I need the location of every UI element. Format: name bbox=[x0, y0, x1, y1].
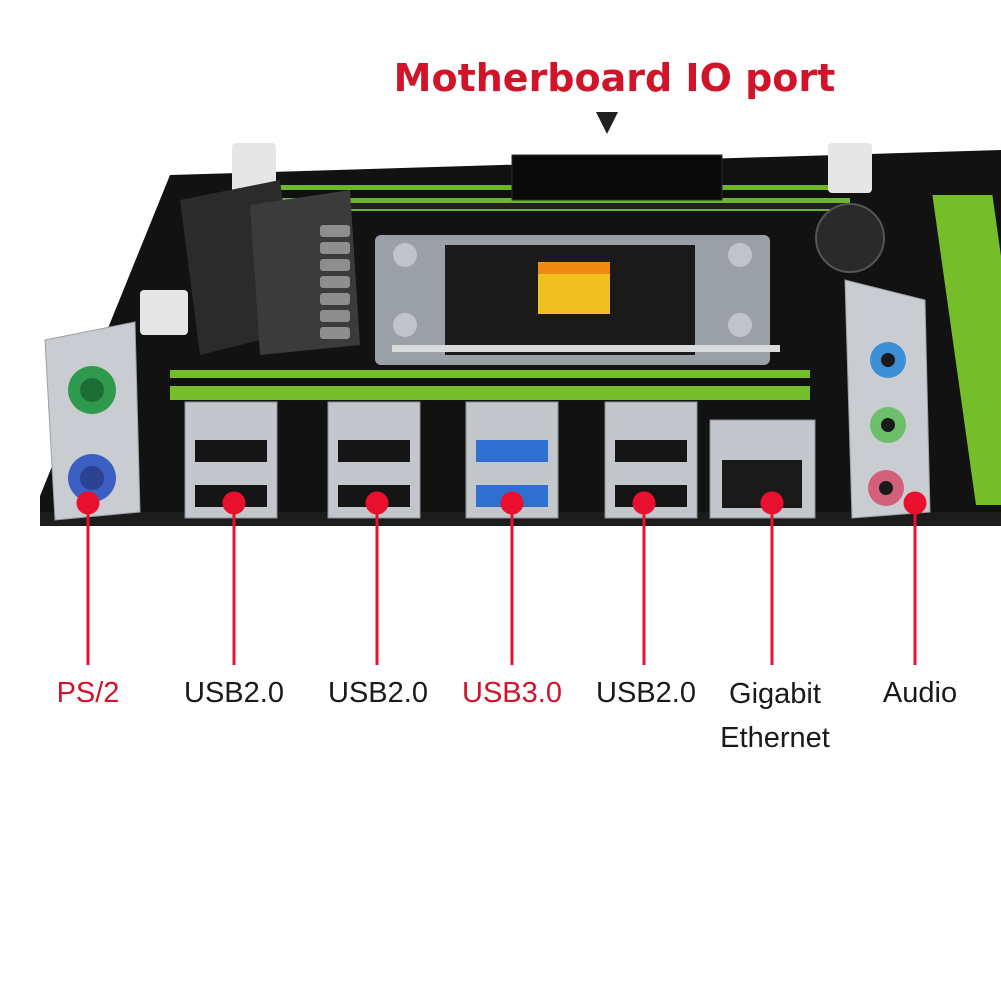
ethernet-port-icon bbox=[709, 419, 816, 519]
marker-usb-3 bbox=[632, 491, 656, 515]
io-shield-right bbox=[844, 279, 931, 519]
right-ram-slot bbox=[932, 195, 1001, 505]
ram-slots-bottom bbox=[140, 290, 810, 400]
marker-usb3 bbox=[500, 491, 524, 515]
io-shield-left bbox=[44, 321, 141, 521]
cpu-socket bbox=[375, 235, 780, 365]
label-usb3: USB3.0 bbox=[462, 677, 562, 709]
cmos-battery bbox=[815, 203, 885, 273]
label-ps2: PS/2 bbox=[56, 677, 120, 709]
audio-jack-icon bbox=[868, 342, 906, 506]
label-audio: Audio bbox=[882, 677, 958, 709]
label-usb2-3: USB2.0 bbox=[596, 677, 696, 709]
marker-usb-1 bbox=[222, 491, 246, 515]
marker-usb-2 bbox=[365, 491, 389, 515]
marker-ps2 bbox=[76, 491, 100, 515]
label-usb2-2: USB2.0 bbox=[328, 677, 428, 709]
atx-power-connector bbox=[511, 154, 723, 201]
marker-ethernet bbox=[760, 491, 784, 515]
down-arrow-icon bbox=[596, 112, 618, 134]
label-gigabit-ethernet: Gigabit Ethernet bbox=[720, 678, 830, 754]
port-markers bbox=[76, 491, 927, 665]
marker-audio bbox=[903, 491, 927, 515]
label-usb2-1: USB2.0 bbox=[184, 677, 284, 709]
page-title: Motherboard IO port bbox=[393, 56, 836, 100]
ps2-port-icon bbox=[68, 366, 116, 502]
vrm-chokes bbox=[320, 225, 350, 339]
usb3-stack bbox=[465, 401, 559, 519]
